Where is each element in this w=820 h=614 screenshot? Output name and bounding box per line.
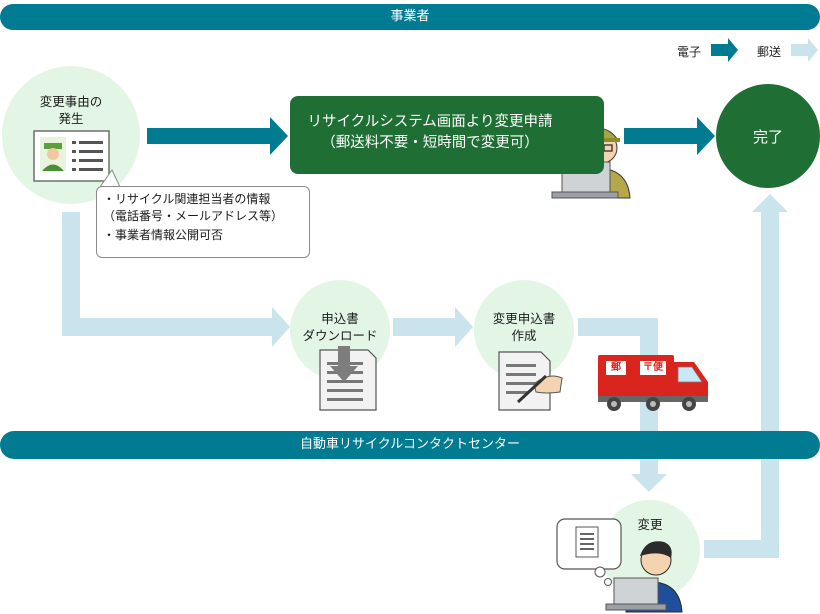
system-application-box: リサイクルシステム画面より変更申請 （郵送料不要・短時間で変更可）	[290, 96, 604, 174]
legend-postal-label: 郵送	[757, 45, 782, 59]
create-label-line1: 変更申込書	[492, 311, 556, 326]
bottom-band-contact-center: 自動車リサイクルコンタクトセンター	[0, 431, 820, 459]
postal-truck-icon	[598, 355, 708, 411]
system-box-line2: （郵送料不要・短時間で変更可）	[321, 135, 539, 151]
arrow-change-to-done	[704, 194, 788, 558]
truck-sign-1: 郵	[611, 362, 621, 373]
legend-electronic-arrow	[711, 38, 738, 62]
create-label: 変更申込書 作成	[474, 310, 574, 344]
system-box-line1: リサイクルシステム画面より変更申請	[307, 114, 553, 130]
legend-postal-arrow	[791, 38, 818, 62]
top-band-label: 事業者	[390, 9, 430, 24]
truck-sign-2: 〒便	[643, 362, 663, 373]
arrow-download-to-create	[393, 307, 473, 347]
top-band-business: 事業者	[0, 4, 820, 30]
profile-card-icon	[33, 130, 110, 182]
bubble-item-disclosure: ・事業者情報公開可否	[103, 228, 224, 242]
thought-bubble-icon	[556, 518, 622, 586]
download-document-icon	[319, 346, 377, 411]
arrow-system-to-done	[624, 117, 715, 155]
start-label-line1: 変更事由の	[39, 94, 103, 109]
download-label-line2: ダウンロード	[302, 328, 378, 343]
start-label: 変更事由の 発生	[10, 93, 132, 127]
writing-document-icon	[498, 351, 563, 411]
arrow-start-to-system	[147, 117, 288, 155]
download-label-line1: 申込書	[321, 311, 359, 326]
bubble-item-contact: ・リサイクル関連担当者の情報	[103, 192, 271, 206]
legend-electronic-label: 電子	[677, 45, 702, 59]
done-circle: 完了	[716, 84, 820, 188]
operator-laptop-icon	[605, 541, 683, 613]
change-label: 変更	[637, 517, 663, 532]
start-label-line2: 発生	[58, 111, 84, 126]
arrow-start-to-download	[62, 212, 290, 347]
create-label-line2: 作成	[511, 328, 537, 343]
done-label: 完了	[752, 127, 783, 146]
bottom-band-label: 自動車リサイクルコンタクトセンター	[299, 437, 521, 452]
info-bubble: ・リサイクル関連担当者の情報 （電話番号・メールアドレス等） ・事業者情報公開可…	[96, 186, 310, 258]
bubble-item-contact-detail: （電話番号・メールアドレス等）	[103, 209, 284, 223]
worker-laptop-icon	[551, 128, 631, 199]
download-label: 申込書 ダウンロード	[290, 310, 390, 344]
